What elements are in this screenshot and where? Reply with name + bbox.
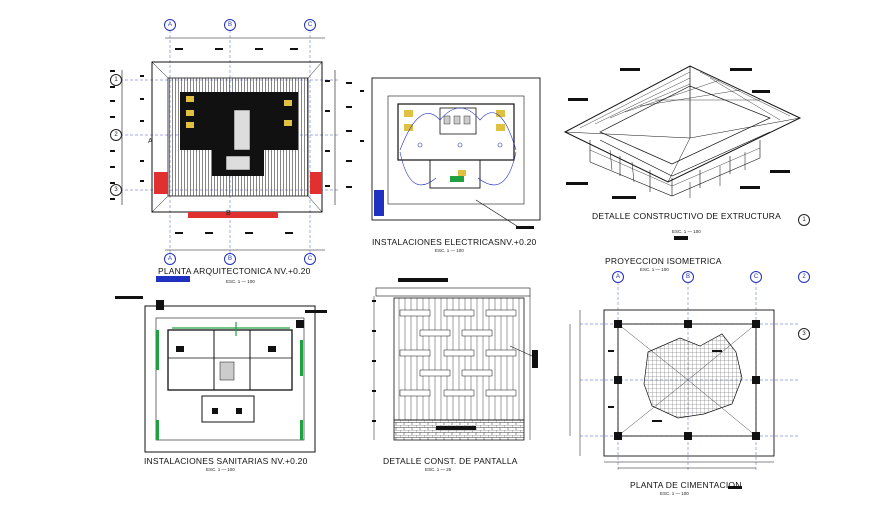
axis-bubble-b-top: B <box>224 19 236 31</box>
scale-planta-arquitectonica: ESC. 1 — 100 <box>226 279 255 284</box>
plan-electricas <box>346 77 541 229</box>
plan-arquitectonica <box>110 30 340 282</box>
axis-bubble-2-right: 2 <box>798 271 810 283</box>
title-planta-arquitectonica: PLANTA ARQUITECTONICA NV.+0.20 <box>158 266 311 276</box>
scale-instalaciones-sanitarias: ESC. 1 — 100 <box>206 467 235 472</box>
scale-detalle-pantalla: ESC. 1 — 25 <box>425 467 452 472</box>
axis-bubble-b-iso: B <box>682 271 694 283</box>
axis-bubble-3-left: 3 <box>110 184 122 196</box>
section-mark-b: B <box>226 210 231 217</box>
axis-bubble-3-right: 3 <box>798 328 810 340</box>
axis-bubble-c-top: C <box>304 19 316 31</box>
axis-bubble-c-iso: C <box>750 271 762 283</box>
axis-bubble-a-iso: A <box>612 271 624 283</box>
scale-proyeccion-isometrica: ESC. 1 — 100 <box>640 267 669 272</box>
title-instalaciones-sanitarias: INSTALACIONES SANITARIAS NV.+0.20 <box>144 456 308 466</box>
axis-bubble-b-bottom: B <box>224 253 236 265</box>
scale-detalle-estructura: ESC. 1 — 100 <box>672 229 701 234</box>
axis-bubble-a-top: A <box>164 19 176 31</box>
title-instalaciones-electricas: INSTALACIONES ELECTRICASNV.+0.20 <box>372 237 537 247</box>
scale-planta-cimentacion: ESC. 1 — 100 <box>660 491 689 496</box>
axis-bubble-a-bottom: A <box>164 253 176 265</box>
title-detalle-estructura: DETALLE CONSTRUCTIVO DE EXTRUCTURA <box>592 211 781 221</box>
axis-bubble-1-left: 1 <box>110 74 122 86</box>
plan-estructura <box>563 65 802 240</box>
plan-sanitarias <box>115 296 327 453</box>
title-planta-cimentacion: PLANTA DE CIMENTACION <box>630 480 742 490</box>
axis-bubble-1-estructura: 1 <box>798 214 810 226</box>
scale-instalaciones-electricas: ESC. 1 — 100 <box>435 248 464 253</box>
plan-pantalla <box>372 278 538 441</box>
axis-bubble-2-left: 2 <box>110 129 122 141</box>
axis-bubble-c-bottom: C <box>304 253 316 265</box>
title-proyeccion-isometrica: PROYECCION ISOMETRICA <box>605 256 722 266</box>
plan-cimentacion <box>569 282 800 489</box>
title-detalle-pantalla: DETALLE CONST. DE PANTALLA <box>383 456 518 466</box>
section-mark-a: A <box>148 138 153 145</box>
